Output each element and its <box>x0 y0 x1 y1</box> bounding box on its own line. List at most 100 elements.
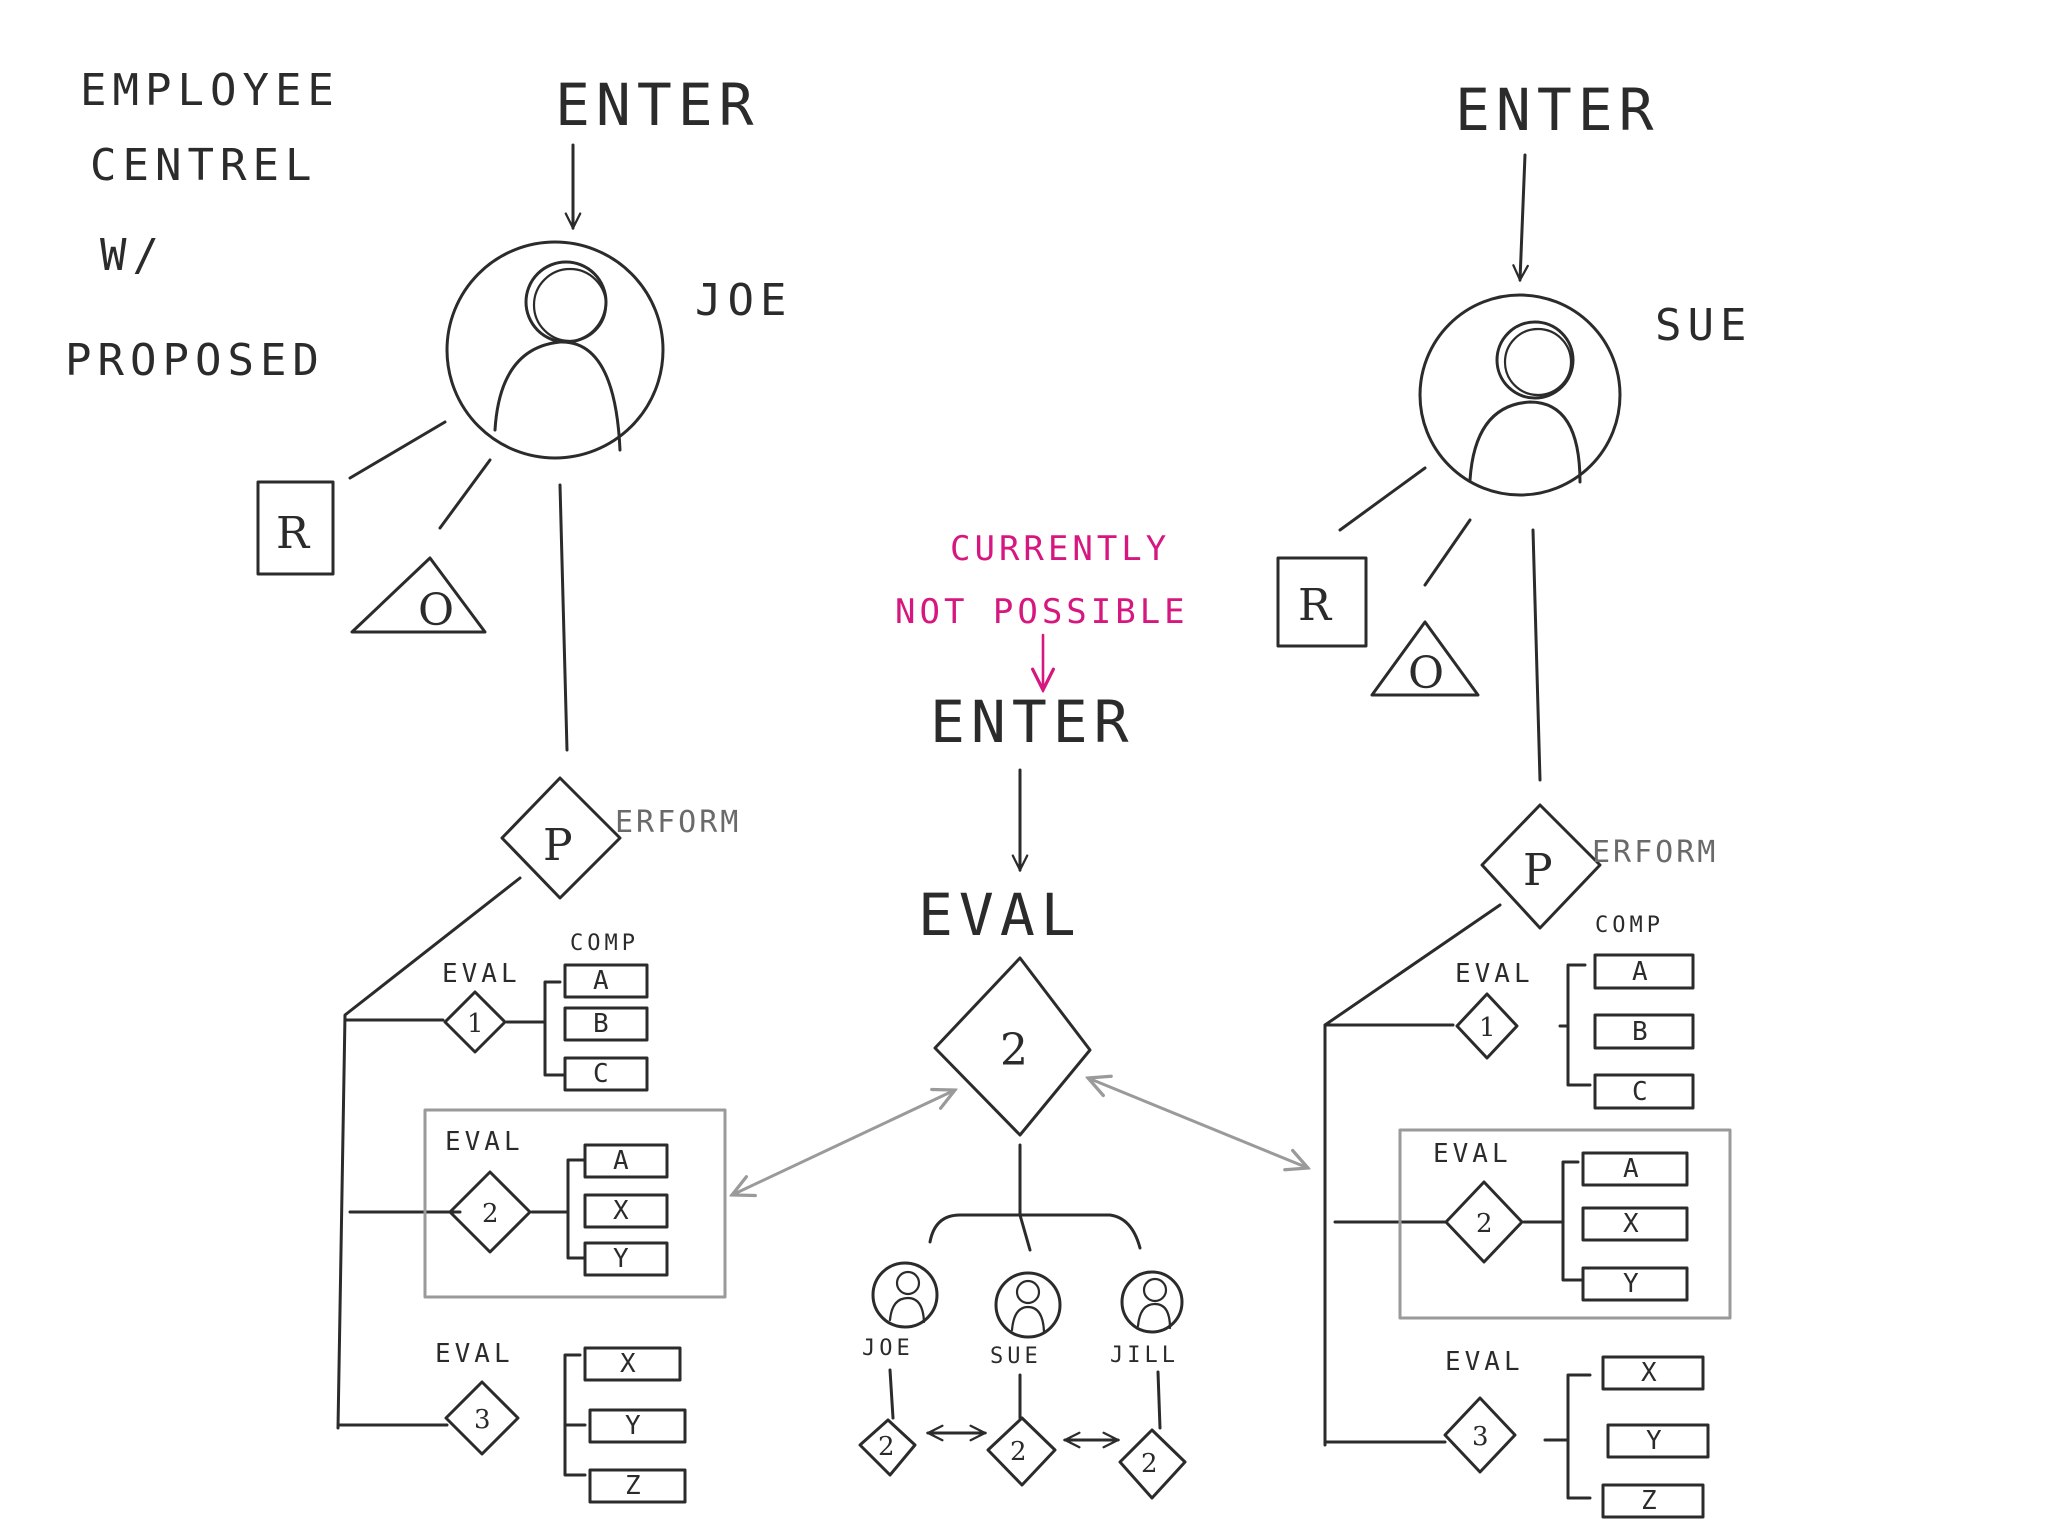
eval-diamond <box>443 990 507 1054</box>
comp-box-label: B <box>1632 1017 1652 1047</box>
person-body <box>1136 1302 1172 1330</box>
connector <box>1531 528 1542 782</box>
eval-label: EVAL <box>445 1127 524 1157</box>
center-eval-label: EVAL <box>918 881 1082 949</box>
eval-label: EVAL <box>1445 1347 1524 1377</box>
p-diamond <box>1480 803 1602 930</box>
person-eval-diamond <box>1118 1428 1187 1500</box>
bracket <box>563 1353 587 1477</box>
link-arrow-left <box>732 1090 955 1195</box>
eval-number: 1 <box>467 1009 488 1039</box>
avatar-body <box>493 340 622 452</box>
person-head <box>1015 1279 1041 1305</box>
bracket <box>1561 1160 1584 1282</box>
comp-box-label: X <box>620 1349 640 1379</box>
right-eval-3: EVAL 3 X Y Z <box>1443 1347 1710 1519</box>
person-eval-diamond <box>986 1416 1057 1487</box>
comp-box <box>1606 1423 1710 1459</box>
connector <box>1156 1370 1162 1430</box>
person-body <box>888 1296 926 1324</box>
o-triangle-label: O <box>1408 648 1450 699</box>
comp-box-label: C <box>1632 1077 1652 1107</box>
comp-box-label: X <box>613 1196 633 1226</box>
person-name: JILL <box>1110 1343 1179 1368</box>
avatar-head-outline <box>532 267 608 343</box>
comp-box <box>1601 1483 1705 1519</box>
perform-label: ERFORM <box>615 805 741 840</box>
eval-label: EVAL <box>1433 1139 1512 1169</box>
center-eval-diamond <box>933 956 1092 1137</box>
eval-label: EVAL <box>1455 959 1534 989</box>
connector <box>1018 1213 1032 1252</box>
right-eval-2: EVAL 2 A X Y <box>1398 1128 1732 1320</box>
eval-diamond <box>1444 1180 1524 1264</box>
eval-diamond <box>448 1170 532 1254</box>
left-eval-2: EVAL 2 A X Y <box>423 1108 727 1299</box>
comp-box <box>1593 1013 1695 1050</box>
comp-box-label: Y <box>613 1244 633 1274</box>
link-arrow-right <box>1088 1078 1308 1168</box>
comp-box-label: Y <box>1646 1426 1666 1456</box>
comp-box <box>588 1408 687 1444</box>
comp-box <box>588 1468 687 1504</box>
right-enter-arrow <box>1520 153 1525 280</box>
comp-box-label: A <box>593 966 613 996</box>
person-tree <box>928 1213 1142 1250</box>
p-diamond <box>500 776 622 900</box>
left-eval-1: EVAL 1 A B C <box>442 959 649 1092</box>
person-avatar <box>994 1271 1062 1339</box>
left-employee-section: ENTER JOE R O P ERFORM COMP EVAL 1 <box>256 71 786 1504</box>
eval-number: 3 <box>474 1405 495 1435</box>
center-person-sue: SUE 2 <box>986 1271 1062 1487</box>
comp-box <box>583 1346 682 1382</box>
center-person-joe: JOE 2 <box>858 1261 939 1477</box>
connector <box>1338 466 1427 532</box>
left-enter-label: ENTER <box>555 71 760 139</box>
person-head <box>1142 1277 1168 1303</box>
comp-label: COMP <box>1595 913 1664 938</box>
connector <box>348 420 447 480</box>
person-eval-number: 2 <box>878 1432 899 1462</box>
comp-box-label: A <box>1623 1154 1643 1184</box>
person-eval-number: 2 <box>1141 1449 1162 1479</box>
person-name: SUE <box>990 1344 1042 1369</box>
comp-box <box>563 1056 649 1092</box>
perform-label: ERFORM <box>1592 835 1718 870</box>
highlight-box <box>423 1108 727 1299</box>
avatar-head-outline <box>1503 327 1573 397</box>
note-line-1: CURRENTLY <box>950 529 1170 569</box>
right-name-label: SUE <box>1655 300 1752 351</box>
comp-box <box>1593 1073 1695 1110</box>
comp-box <box>563 1006 649 1042</box>
comp-box-label: A <box>1632 957 1652 987</box>
diagram-title: EMPLOYEE CENTREL W/ PROPOSED <box>65 65 334 386</box>
comp-box <box>1601 1355 1705 1391</box>
comp-box-label: B <box>593 1009 613 1039</box>
avatar-circle <box>445 240 665 460</box>
comp-box <box>1593 953 1695 990</box>
eval-diamond <box>1443 1396 1517 1474</box>
left-eval-3: EVAL 3 X Y Z <box>435 1339 687 1504</box>
eval-label: EVAL <box>435 1339 514 1369</box>
person-avatar <box>1120 1270 1184 1334</box>
connector <box>558 483 569 752</box>
eval-number: 1 <box>1479 1013 1500 1043</box>
connector <box>1423 518 1472 587</box>
left-avatar <box>445 240 665 460</box>
right-employee-section: ENTER SUE R O P ERFORM COMP EVAL 1 <box>1276 76 1752 1519</box>
eval-diamond <box>444 1380 520 1456</box>
center-enter-label: ENTER <box>930 688 1135 756</box>
comp-box-label: Y <box>1623 1269 1643 1299</box>
person-name: JOE <box>862 1336 914 1361</box>
connector <box>438 458 492 530</box>
avatar-head <box>1495 320 1575 400</box>
p-diamond-label: P <box>543 820 579 871</box>
r-box-label: R <box>276 508 315 559</box>
comp-box-label: X <box>1623 1209 1643 1239</box>
comp-box <box>583 1241 669 1277</box>
comp-box-label: Z <box>1641 1486 1661 1516</box>
highlight-box <box>1398 1128 1732 1320</box>
r-box-label: R <box>1298 580 1337 631</box>
